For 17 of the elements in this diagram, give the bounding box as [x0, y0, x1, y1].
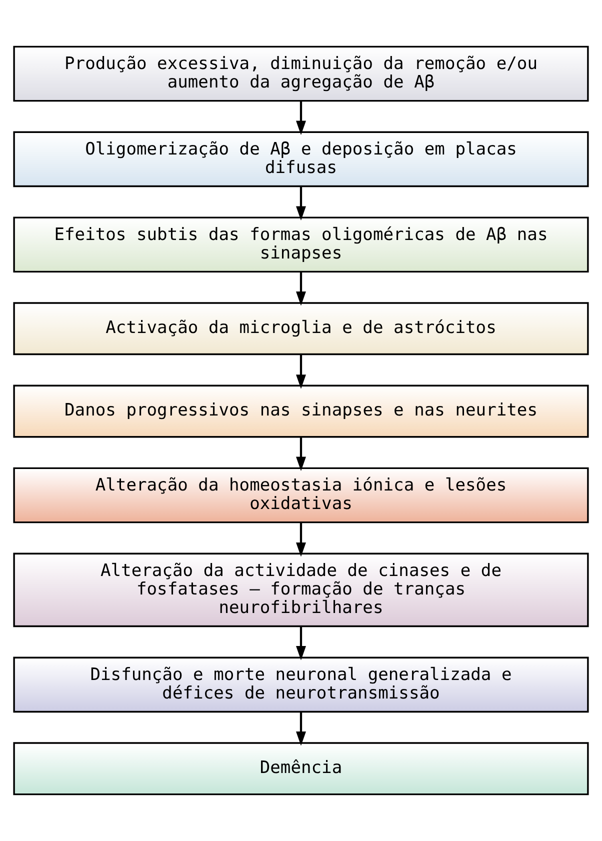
- arrow: [296, 437, 306, 472]
- node-box: Demência: [13, 742, 589, 796]
- arrow: [296, 626, 306, 660]
- arrow: [296, 522, 306, 557]
- node-box: Danos progressivos nas sinapses e nas neurites: [13, 384, 589, 438]
- node-box: Alteração da actividade de cinases e de fosfatases – formação de tranças neurofibrilhares: [13, 552, 589, 628]
- node-box: Efeitos subtis das formas oligoméricas de Aβ nas sinapses: [13, 216, 589, 273]
- arrow: [296, 354, 306, 389]
- arrow: [296, 712, 306, 746]
- node-box: Oligomerização de Aβ e deposição em placas difusas: [13, 131, 589, 188]
- node-box: Produção excessiva, diminuição da remoção e/ou aumento da agregação de Aβ: [13, 46, 589, 102]
- arrow: [296, 100, 306, 136]
- arrow: [296, 272, 306, 306]
- node-box: Disfunção e morte neuronal generalizada e défices de neurotransmissão: [13, 656, 589, 713]
- arrow: [296, 186, 306, 220]
- node-box: Activação da microglia e de astrócitos: [13, 302, 589, 356]
- node-box: Alteração da homeostasia iónica e lesões oxidativas: [13, 467, 589, 524]
